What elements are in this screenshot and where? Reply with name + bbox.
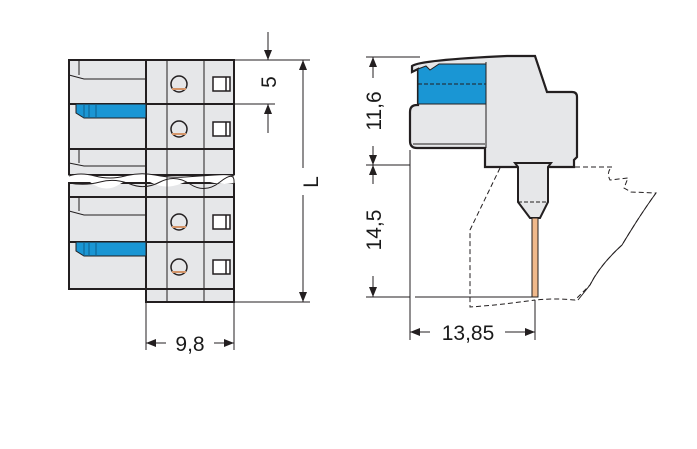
dim-length-label: L [300, 176, 323, 188]
dim-width-label: 9,8 [175, 333, 204, 356]
dim-pitch-label: 5 [258, 76, 281, 88]
front-view [66, 59, 238, 303]
right-dimensions [366, 56, 536, 340]
side-view [408, 54, 657, 308]
release-tab [75, 103, 147, 119]
dim-height-top-label: 11,6 [363, 91, 386, 130]
dim-depth-label: 13,85 [442, 322, 495, 345]
solder-pin [531, 217, 539, 298]
clamp-openings [170, 75, 188, 276]
left-dimensions [145, 32, 310, 350]
release-tab [75, 241, 147, 257]
dim-height-bottom-label: 14,5 [363, 210, 386, 251]
